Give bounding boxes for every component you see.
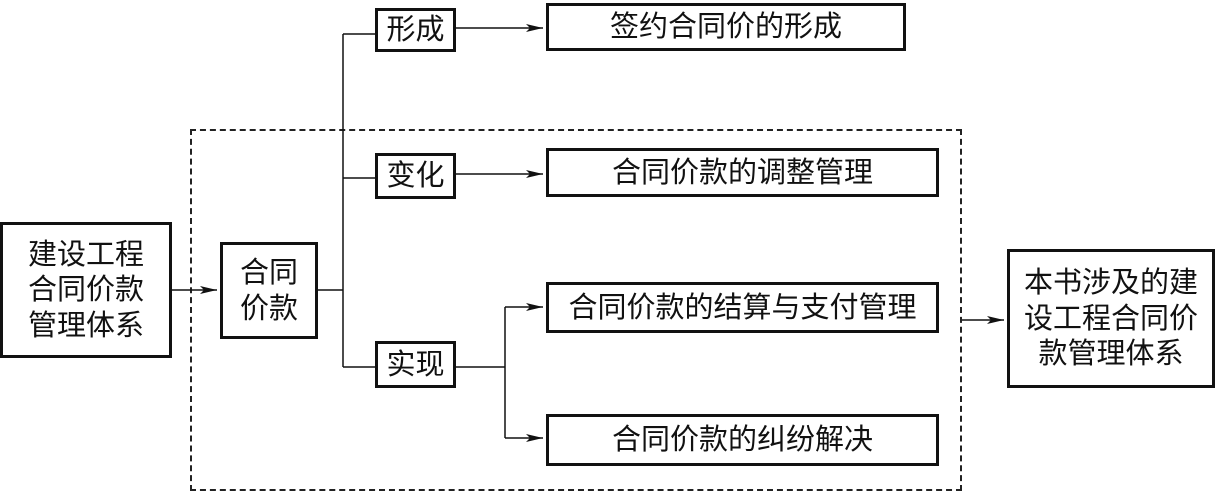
outcome-adjustment-management-box: 合同价款的调整管理	[546, 148, 939, 197]
hub-box: 合同 价款	[220, 242, 318, 339]
source-box-line-2: 合同价款	[27, 272, 144, 307]
hub-box-line-2: 价款	[239, 290, 298, 325]
stage-formation-box: 形成	[375, 8, 456, 52]
hub-box-line-1: 合同	[239, 255, 298, 290]
outcome-settlement-payment-box: 合同价款的结算与支付管理	[546, 282, 939, 333]
source-box-line-1: 建设工程	[27, 236, 144, 271]
result-box: 本书涉及的建 设工程合同价 款管理体系	[1007, 249, 1215, 388]
stage-change-label: 变化	[386, 158, 445, 193]
source-box: 建设工程 合同价款 管理体系	[0, 222, 172, 358]
stage-change-box: 变化	[375, 153, 456, 199]
outcome-signed-price-formation-label: 签约合同价的形成	[609, 9, 842, 44]
stage-formation-label: 形成	[386, 12, 445, 47]
result-box-line-1: 本书涉及的建	[1023, 265, 1198, 300]
outcome-signed-price-formation-box: 签约合同价的形成	[546, 3, 906, 51]
result-box-line-2: 设工程合同价	[1023, 300, 1198, 335]
stage-realization-box: 实现	[375, 341, 456, 388]
outcome-settlement-payment-label: 合同价款的结算与支付管理	[568, 289, 917, 324]
result-box-line-3: 款管理体系	[1038, 336, 1184, 371]
source-box-line-3: 管理体系	[27, 307, 144, 342]
dashed-scope-region	[190, 129, 962, 491]
outcome-dispute-resolution-label: 合同价款的纠纷解决	[611, 422, 873, 457]
stage-realization-label: 实现	[386, 346, 445, 381]
outcome-adjustment-management-label: 合同价款的调整管理	[611, 154, 873, 189]
outcome-dispute-resolution-box: 合同价款的纠纷解决	[546, 414, 939, 466]
